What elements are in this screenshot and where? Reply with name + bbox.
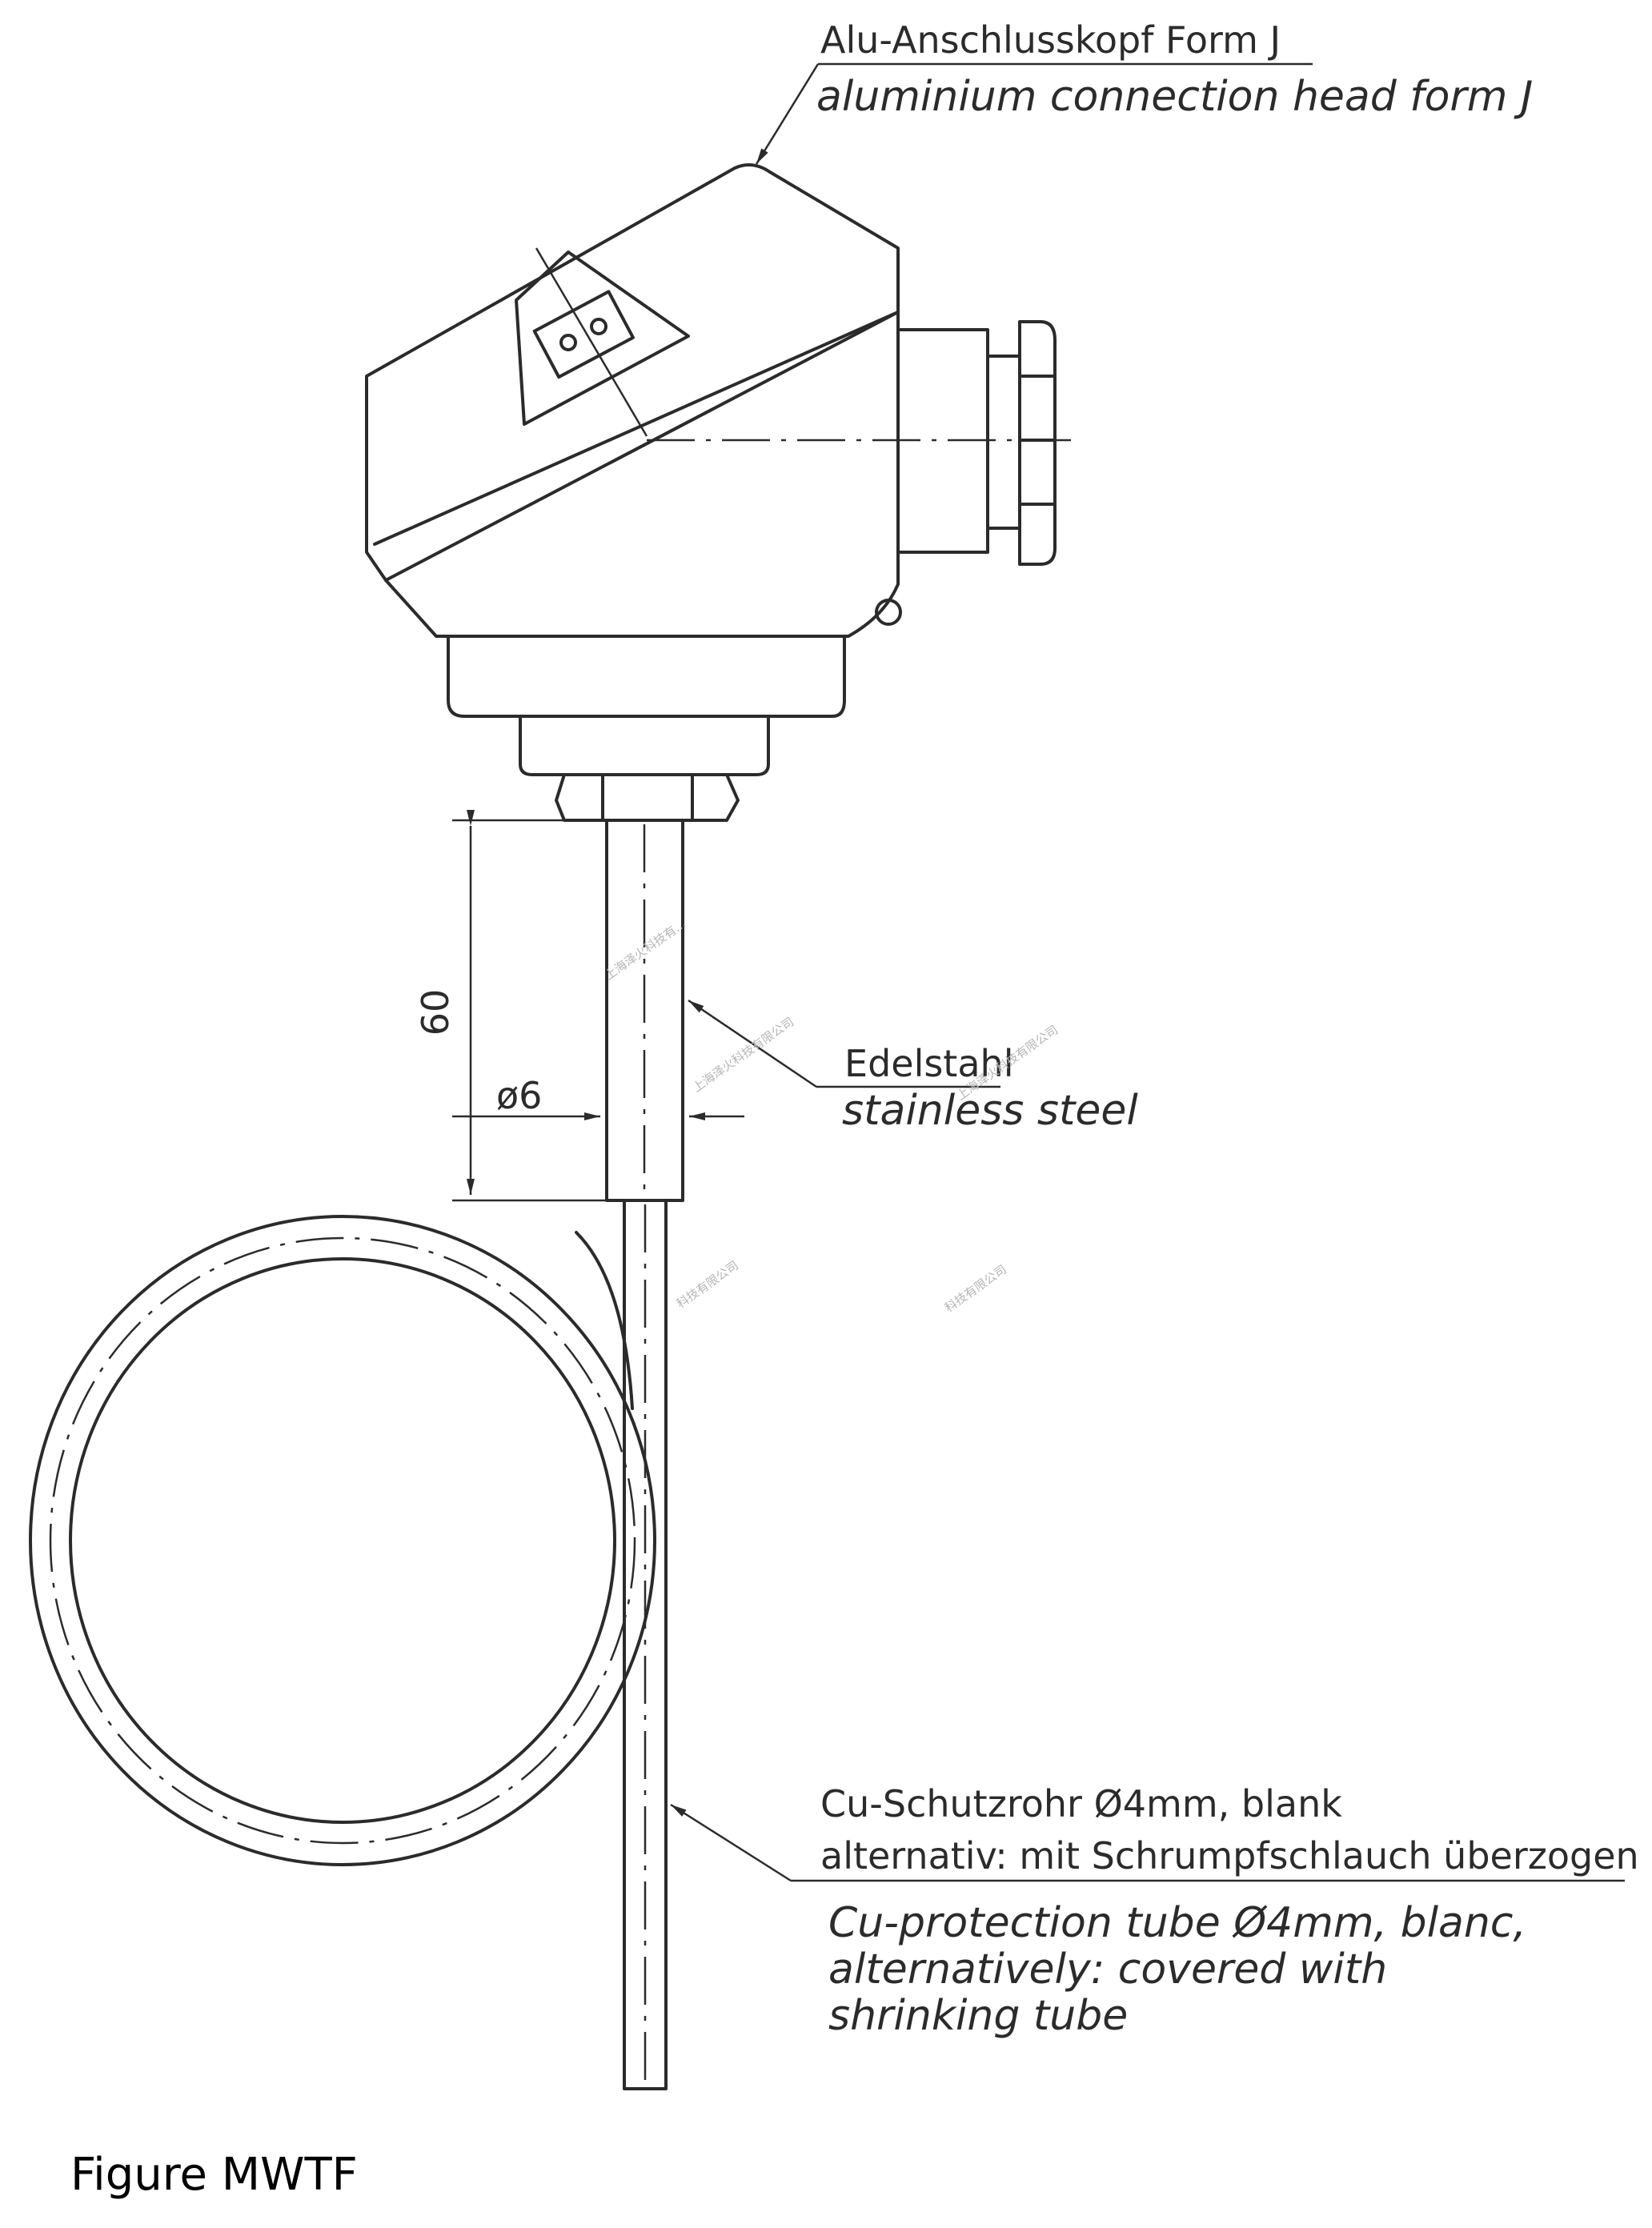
connection-head (365, 163, 902, 776)
label-head-de: Alu-Anschlusskopf Form J (820, 18, 1281, 62)
label-steel-en: stainless steel (842, 1087, 1138, 1135)
watermark-text: 科技有限公司 (942, 1262, 1009, 1315)
label-tube-en-3: shrinking tube (828, 1992, 1128, 2040)
dimension-diameter: ø6 (452, 1074, 744, 1120)
dimension-length: 60 (414, 810, 607, 1202)
copper-tube (623, 1199, 668, 2090)
callout-tube: Cu-Schutzrohr Ø4mm, blank alternativ: mi… (670, 1782, 1639, 2040)
hex-nut (555, 773, 740, 822)
cable-coil (29, 1215, 656, 1866)
cable-gland (647, 320, 1077, 566)
label-steel-de: Edelstahl (844, 1042, 1013, 1085)
dimension-diameter-label: ø6 (496, 1074, 542, 1117)
watermark-text: 上海泽火科技有限公司 (690, 1014, 796, 1095)
label-tube-de-2: alternativ: mit Schrumpfschlauch überzog… (820, 1834, 1639, 1877)
dimension-length-label: 60 (414, 989, 457, 1036)
label-tube-en-2: alternatively: covered with (828, 1945, 1387, 1994)
callout-steel: Edelstahl stainless steel (688, 999, 1138, 1135)
label-head-en: aluminium connection head form J (816, 73, 1533, 121)
callout-head: Alu-Anschlusskopf Form J aluminium conne… (755, 18, 1533, 165)
stainless-tube (605, 819, 684, 1202)
watermark-text: 科技有限公司 (674, 1258, 741, 1311)
label-tube-de-1: Cu-Schutzrohr Ø4mm, blank (820, 1782, 1342, 1825)
label-tube-en-1: Cu-protection tube Ø4mm, blanc, (828, 1899, 1526, 1947)
figure-caption: Figure MWTF (70, 2149, 358, 2201)
